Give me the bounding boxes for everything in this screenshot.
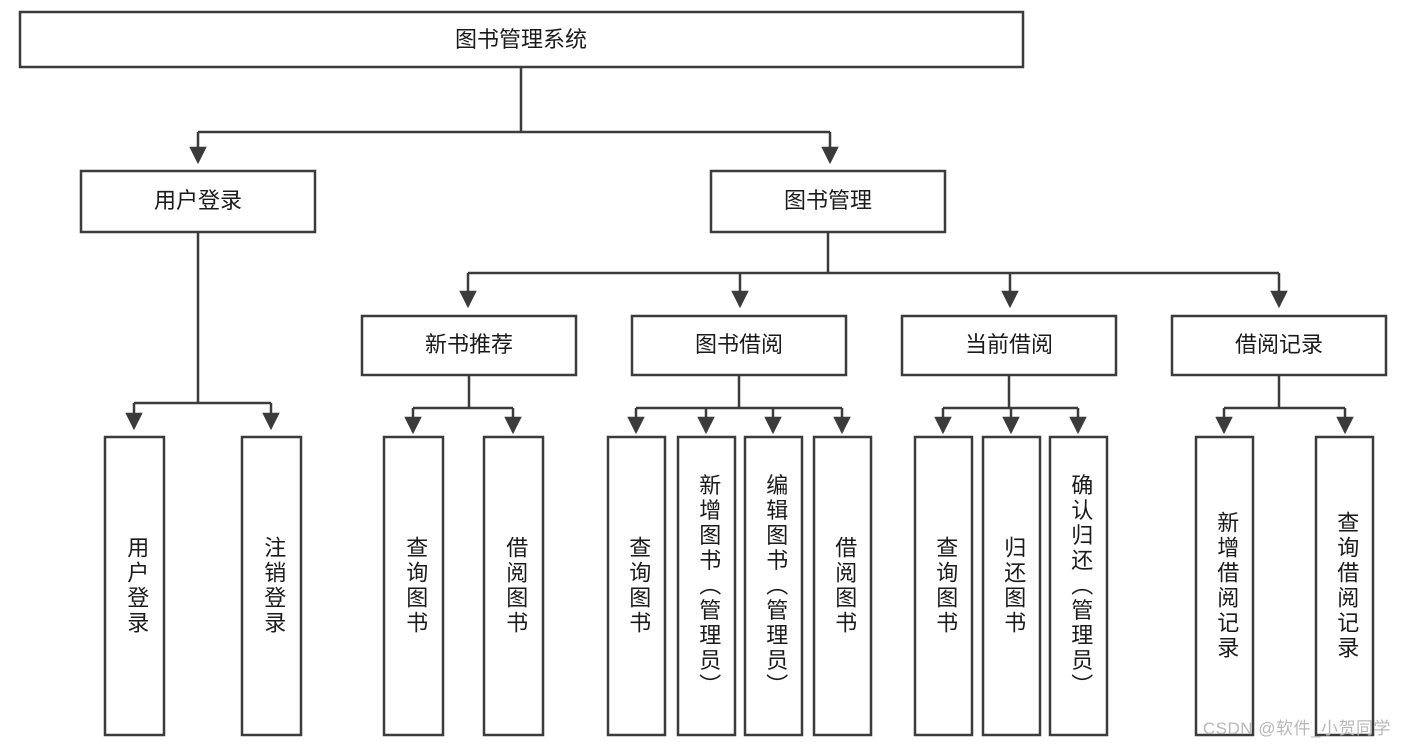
leaf-current-return-book[interactable]: 归还图书 — [981, 435, 1042, 737]
leaf-records-add-record-box — [1194, 435, 1255, 737]
leaf-borrow-query-book-box — [606, 435, 667, 737]
leaf-current-query-book-label: 查询图书 — [933, 536, 958, 636]
leaf-borrow-query-book-label: 查询图书 — [626, 536, 651, 636]
node-current-borrow-label: 当前借阅 — [965, 332, 1053, 357]
node-current-borrow-box — [900, 314, 1118, 377]
connector-root-to-level2 — [189, 67, 839, 165]
connector-borrow-records-to-leaves — [1215, 375, 1354, 435]
leaf-recommend-borrow-book[interactable]: 借阅图书 — [482, 435, 545, 737]
connector-book-borrow-to-leaves — [627, 375, 851, 435]
node-book-management[interactable]: 图书管理 — [709, 169, 947, 234]
leaf-recommend-query-book-box — [382, 435, 445, 737]
node-book-borrow[interactable]: 图书借阅 — [630, 314, 848, 377]
leaf-borrow-add-book[interactable]: 新增图书（管理员） — [676, 435, 737, 737]
node-borrow-records-label: 借阅记录 — [1235, 332, 1323, 357]
leaf-recommend-query-book[interactable]: 查询图书 — [382, 435, 445, 737]
leaf-borrow-borrow-book-box — [812, 435, 873, 737]
leaf-user-login-login-box — [103, 435, 166, 737]
leaf-current-confirm-return-label: 确认归还（管理员） — [1068, 474, 1093, 699]
leaf-records-add-record[interactable]: 新增借阅记录 — [1194, 435, 1255, 737]
node-root[interactable]: 图书管理系统 — [18, 10, 1025, 69]
node-book-borrow-label: 图书借阅 — [695, 332, 783, 357]
leaf-user-login-login-label: 用户登录 — [124, 536, 149, 636]
node-root-box — [18, 10, 1025, 69]
node-root-label: 图书管理系统 — [455, 27, 587, 52]
leaf-current-query-book[interactable]: 查询图书 — [913, 435, 974, 737]
leaf-user-login-logout[interactable]: 注销登录 — [240, 435, 303, 737]
leaf-records-query-record[interactable]: 查询借阅记录 — [1314, 435, 1375, 737]
leaf-recommend-query-book-label: 查询图书 — [403, 536, 428, 636]
leaf-user-login-login[interactable]: 用户登录 — [103, 435, 166, 737]
node-user-login[interactable]: 用户登录 — [79, 169, 317, 234]
leaf-current-confirm-return-box — [1048, 435, 1109, 737]
node-user-login-label: 用户登录 — [154, 188, 242, 213]
leaf-records-add-record-label: 新增借阅记录 — [1214, 511, 1239, 661]
leaf-borrow-borrow-book[interactable]: 借阅图书 — [812, 435, 873, 737]
leaf-current-return-book-box — [981, 435, 1042, 737]
leaf-borrow-add-book-label: 新增图书（管理员） — [696, 474, 721, 699]
leaf-current-query-book-box — [913, 435, 974, 737]
leaf-records-query-record-label: 查询借阅记录 — [1334, 511, 1359, 661]
leaf-user-login-logout-label: 注销登录 — [261, 536, 286, 636]
leaf-recommend-borrow-book-label: 借阅图书 — [503, 536, 528, 636]
node-new-book-recommend[interactable]: 新书推荐 — [360, 314, 578, 377]
leaf-borrow-edit-book[interactable]: 编辑图书（管理员） — [743, 435, 804, 737]
node-user-login-box — [79, 169, 317, 234]
leaf-borrow-edit-book-label: 编辑图书（管理员） — [763, 474, 788, 699]
connector-book-management-to-level3 — [459, 232, 1288, 309]
leaf-records-query-record-box — [1314, 435, 1375, 737]
leaf-borrow-add-book-box — [676, 435, 737, 737]
leaf-borrow-query-book[interactable]: 查询图书 — [606, 435, 667, 737]
leaf-current-return-book-label: 归还图书 — [1001, 536, 1026, 636]
node-borrow-records[interactable]: 借阅记录 — [1170, 314, 1388, 377]
leaf-current-confirm-return[interactable]: 确认归还（管理员） — [1048, 435, 1109, 737]
connector-current-borrow-to-leaves — [934, 375, 1087, 435]
leaf-borrow-borrow-book-label: 借阅图书 — [832, 536, 857, 636]
leaf-borrow-edit-book-box — [743, 435, 804, 737]
connector-new-book-recommend-to-leaves — [404, 375, 522, 435]
node-new-book-recommend-box — [360, 314, 578, 377]
node-new-book-recommend-label: 新书推荐 — [425, 332, 513, 357]
node-book-management-label: 图书管理 — [784, 188, 872, 213]
connector-user-login-to-leaves — [125, 232, 280, 431]
leaf-recommend-borrow-book-box — [482, 435, 545, 737]
leaf-user-login-logout-box — [240, 435, 303, 737]
csdn-watermark: CSDN @软件_小贺同学 — [1202, 719, 1391, 738]
node-current-borrow[interactable]: 当前借阅 — [900, 314, 1118, 377]
